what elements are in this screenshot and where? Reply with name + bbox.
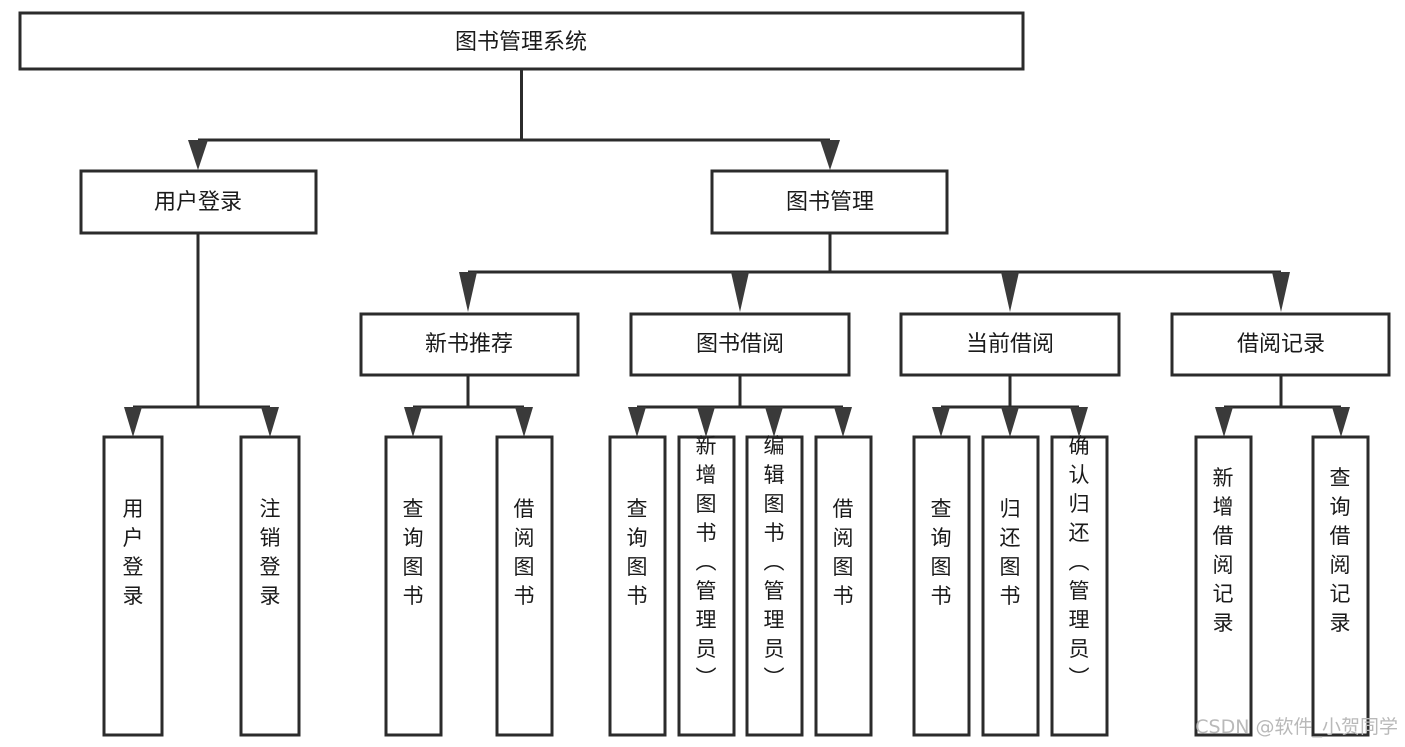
leaf-node-query-book-recommend-box[interactable] [384,435,443,737]
arrow-head-book-borrow [731,272,749,312]
leaf-node-borrow-book[interactable]: 借阅图书 [814,435,873,737]
leaf-node-confirm-return-label: 确认归还︵管理员︶ [1069,434,1090,690]
leaf-node-add-book[interactable]: 新增图书︵管理员︶ [677,434,736,737]
arrow-head-leaf-borrow-book-1 [515,407,533,437]
leaf-node-confirm-return-box[interactable] [1050,435,1109,737]
leaf-node-add-book-label: 新增图书︵管理员︶ [696,434,717,690]
leaf-node-query-book-current-box[interactable] [912,435,971,737]
leaf-node-query-borrow-record[interactable]: 查询借阅记录 [1311,435,1370,737]
arrow-head-leaf-add-record [1215,407,1233,437]
leaf-node-add-borrow-record-box[interactable] [1194,435,1253,737]
node-borrow-record[interactable]: 借阅记录 [1170,312,1391,377]
leaf-node-borrow-book-box[interactable] [814,435,873,737]
leaf-node-user-login-box[interactable] [102,435,164,737]
leaf-node-query-borrow-record-label: 查询借阅记录 [1330,466,1351,635]
node-new-book-recommend-label: 新书推荐 [425,332,513,357]
leaf-node-edit-book-label: 编辑图书︵管理员︶ [764,434,785,690]
connector-layer [124,69,1350,437]
arrow-head-borrow-record [1272,272,1290,312]
leaf-node-add-borrow-record[interactable]: 新增借阅记录 [1194,435,1253,737]
csdn-watermark: CSDN @软件_小贺同学 [1195,716,1398,738]
node-book-management[interactable]: 图书管理 [710,169,949,235]
leaf-node-borrow-book-recommend[interactable]: 借阅图书 [495,435,554,737]
node-book-borrow-box[interactable] [629,312,851,377]
arrow-head-current-borrow [1001,272,1019,312]
arrow-head-leaf-confirm-return [1070,407,1088,437]
node-current-borrow-label: 当前借阅 [966,332,1054,357]
leaf-node-logout-label: 注销登录 [260,497,281,608]
leaf-node-query-book-current[interactable]: 查询图书 [912,435,971,737]
node-book-borrow-label: 图书借阅 [696,332,784,357]
node-current-borrow[interactable]: 当前借阅 [899,312,1121,377]
node-borrow-record-label: 借阅记录 [1237,332,1325,357]
leaf-node-query-book-recommend-label: 查询图书 [403,497,424,608]
leaf-node-query-book-current-label: 查询图书 [931,497,952,608]
arrow-head-leaf-user-login [124,407,142,437]
leaf-node-query-book-borrow[interactable]: 查询图书 [608,435,667,737]
arrow-head-leaf-add-book [697,407,715,437]
arrow-head-book-manage [820,140,840,170]
leaf-node-edit-book[interactable]: 编辑图书︵管理员︶ [745,434,804,737]
node-root-box[interactable] [18,11,1025,71]
node-user-login[interactable]: 用户登录 [79,169,318,235]
node-new-book-recommend[interactable]: 新书推荐 [359,312,580,377]
arrow-head-leaf-borrow-book-2 [834,407,852,437]
leaf-node-logout-box[interactable] [239,435,301,737]
leaf-node-confirm-return[interactable]: 确认归还︵管理员︶ [1050,434,1109,737]
node-root-label: 图书管理系统 [455,30,587,55]
arrow-head-new-book [459,272,477,312]
arrow-head-leaf-logout [261,407,279,437]
leaf-node-borrow-book-recommend-box[interactable] [495,435,554,737]
node-user-login-box[interactable] [79,169,318,235]
leaf-node-logout[interactable]: 注销登录 [239,435,301,737]
arrow-head-leaf-query-book-2 [628,407,646,437]
node-new-book-recommend-box[interactable] [359,312,580,377]
arrow-head-leaf-return-book [1001,407,1019,437]
arrow-head-user-login [188,140,208,170]
leaf-node-borrow-book-recommend-label: 借阅图书 [514,497,535,608]
leaf-node-return-book-box[interactable] [981,435,1040,737]
leaf-node-query-book-borrow-box[interactable] [608,435,667,737]
arrow-head-leaf-query-record [1332,407,1350,437]
leaf-node-user-login-label: 用户登录 [123,497,144,608]
node-current-borrow-box[interactable] [899,312,1121,377]
arrow-head-leaf-query-book-1 [404,407,422,437]
leaf-node-query-book-borrow-label: 查询图书 [627,497,648,608]
node-book-borrow[interactable]: 图书借阅 [629,312,851,377]
node-user-login-label: 用户登录 [154,190,242,215]
leaf-node-return-book[interactable]: 归还图书 [981,435,1040,737]
leaf-node-return-book-label: 归还图书 [1000,497,1021,608]
arrow-head-leaf-query-book-3 [932,407,950,437]
node-book-management-box[interactable] [710,169,949,235]
node-book-management-label: 图书管理 [786,190,874,215]
node-root-book-management-system[interactable]: 图书管理系统 [18,11,1025,71]
leaf-node-edit-book-box[interactable] [745,435,804,737]
leaf-node-query-book-recommend[interactable]: 查询图书 [384,435,443,737]
leaf-node-borrow-book-label: 借阅图书 [833,497,854,608]
leaf-node-user-login[interactable]: 用户登录 [102,435,164,737]
arrow-head-leaf-edit-book [765,407,783,437]
node-borrow-record-box[interactable] [1170,312,1391,377]
leaf-node-add-book-box[interactable] [677,435,736,737]
leaf-node-add-borrow-record-label: 新增借阅记录 [1213,466,1234,635]
leaf-node-query-borrow-record-box[interactable] [1311,435,1370,737]
